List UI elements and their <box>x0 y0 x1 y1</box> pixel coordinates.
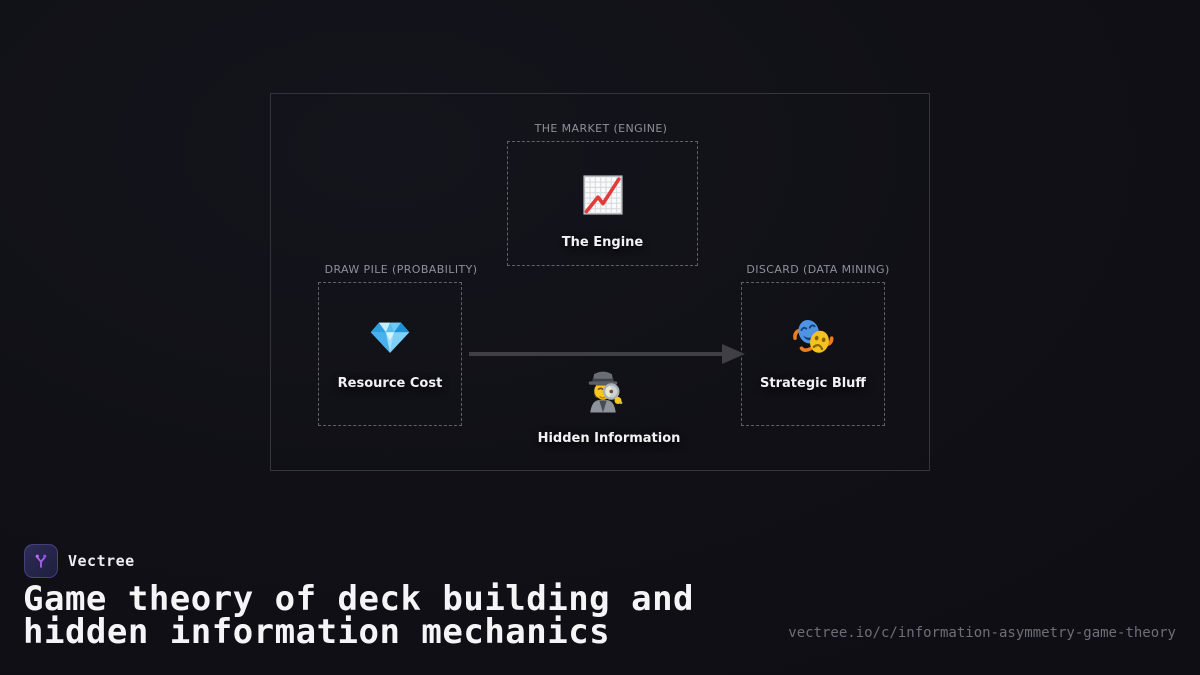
detective-icon <box>579 366 627 414</box>
card-title: Game theory of deck building and hidden … <box>23 579 695 652</box>
chart-increasing-icon <box>508 172 697 218</box>
diagram-panel: THE MARKET (ENGINE) The Engine DRAW PILE… <box>270 93 930 471</box>
draw-pile-node-caption: Resource Cost <box>337 376 443 391</box>
discard-node-caption: Strategic Bluff <box>760 376 866 391</box>
brand-name: Vectree <box>68 552 135 570</box>
gem-icon <box>319 313 461 357</box>
vectree-logo <box>24 544 58 578</box>
hidden-info-caption: Hidden Information <box>537 431 681 446</box>
card-url: vectree.io/c/information-asymmetry-game-… <box>788 625 1176 641</box>
draw-pile-node-box: Resource Cost <box>318 282 462 426</box>
market-node-box: The Engine <box>507 141 698 266</box>
discard-node-label: DISCARD (DATA MINING) <box>746 263 890 276</box>
market-node-label: THE MARKET (ENGINE) <box>534 122 668 135</box>
market-node-caption: The Engine <box>561 235 644 250</box>
discard-node-box: Strategic Bluff <box>741 282 885 426</box>
flow-arrow <box>469 344 745 364</box>
performing-arts-masks-icon <box>742 313 884 359</box>
draw-pile-node-label: DRAW PILE (PROBABILITY) <box>324 263 478 276</box>
branch-icon <box>35 554 47 568</box>
